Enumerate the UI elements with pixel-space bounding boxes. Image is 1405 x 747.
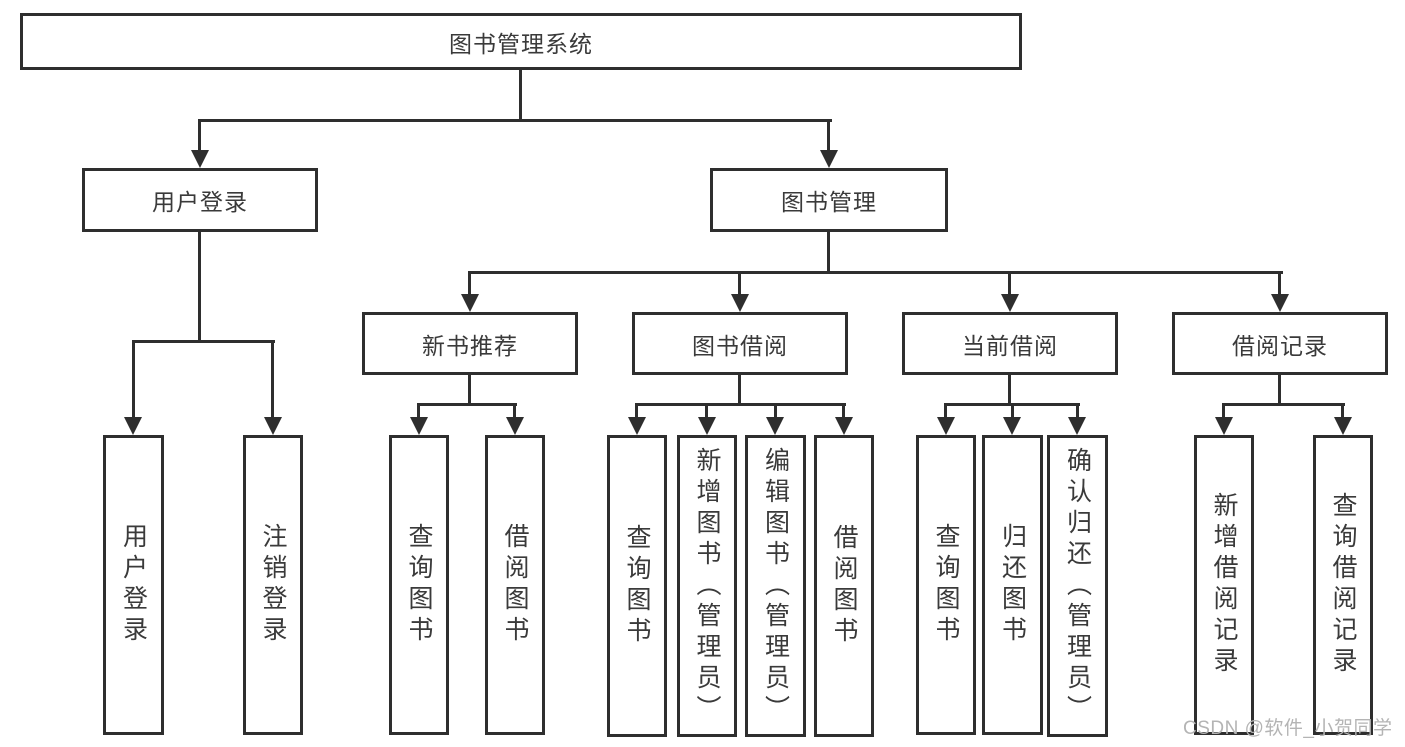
arrow-down-icon bbox=[731, 294, 749, 312]
connector-vline bbox=[1222, 403, 1225, 419]
node-label: 新书推荐 bbox=[422, 332, 518, 359]
arrow-down-icon bbox=[1068, 417, 1086, 435]
arrow-down-icon bbox=[698, 417, 716, 435]
node-label: 借阅记录 bbox=[1232, 332, 1328, 359]
node-current-borrow: 当前借阅 bbox=[902, 312, 1118, 375]
arrow-down-icon bbox=[1271, 294, 1289, 312]
node-root-system: 图书管理系统 bbox=[20, 13, 1022, 70]
arrow-down-icon bbox=[461, 294, 479, 312]
connector-vline bbox=[944, 403, 947, 419]
leaf-records-add-record: 新增借阅记录 bbox=[1194, 435, 1254, 735]
connector-hline bbox=[132, 340, 275, 343]
arrow-down-icon bbox=[506, 417, 524, 435]
connector-vline bbox=[1008, 271, 1011, 296]
node-borrow-records: 借阅记录 bbox=[1172, 312, 1388, 375]
arrow-down-icon bbox=[1334, 417, 1352, 435]
node-label: 图书借阅 bbox=[692, 332, 788, 359]
connector-vline bbox=[738, 375, 741, 406]
node-label: 借阅图书 bbox=[830, 524, 858, 648]
connector-hline bbox=[198, 119, 832, 122]
node-label: 查询借阅记录 bbox=[1329, 492, 1357, 678]
leaf-current-return-books: 归还图书 bbox=[982, 435, 1043, 735]
arrow-down-icon bbox=[191, 150, 209, 168]
node-user-login: 用户登录 bbox=[82, 168, 318, 232]
arrow-down-icon bbox=[766, 417, 784, 435]
node-label: 图书管理 bbox=[781, 189, 877, 215]
connector-hline bbox=[1222, 403, 1345, 406]
connector-vline bbox=[468, 375, 471, 406]
node-label: 用户登录 bbox=[119, 523, 148, 647]
node-label: 确认归还（管理员） bbox=[1063, 446, 1092, 726]
leaf-newbooks-query-books: 查询图书 bbox=[389, 435, 449, 735]
arrow-down-icon bbox=[820, 150, 838, 168]
connector-vline bbox=[198, 232, 201, 343]
node-label: 当前借阅 bbox=[962, 332, 1058, 359]
node-label: 用户登录 bbox=[152, 189, 248, 215]
connector-vline bbox=[519, 70, 522, 122]
connector-vline bbox=[198, 119, 201, 151]
leaf-current-query-books: 查询图书 bbox=[916, 435, 976, 735]
leaf-borrow-query-books: 查询图书 bbox=[607, 435, 667, 737]
leaf-records-query-record: 查询借阅记录 bbox=[1313, 435, 1373, 735]
leaf-current-confirm-return-admin: 确认归还（管理员） bbox=[1047, 435, 1108, 737]
arrow-down-icon bbox=[937, 417, 955, 435]
node-book-management: 图书管理 bbox=[710, 168, 948, 232]
arrow-down-icon bbox=[410, 417, 428, 435]
connector-vline bbox=[738, 271, 741, 296]
node-label: 查询图书 bbox=[623, 524, 651, 648]
connector-vline bbox=[468, 271, 471, 296]
leaf-logout: 注销登录 bbox=[243, 435, 303, 735]
connector-hline bbox=[417, 403, 517, 406]
arrow-down-icon bbox=[628, 417, 646, 435]
connector-hline bbox=[468, 271, 1283, 274]
connector-vline bbox=[635, 403, 638, 419]
node-label: 查询图书 bbox=[405, 523, 433, 647]
connector-vline bbox=[1011, 403, 1014, 419]
connector-vline bbox=[842, 403, 845, 419]
connector-vline bbox=[827, 119, 830, 151]
arrow-down-icon bbox=[264, 417, 282, 435]
arrow-down-icon bbox=[1003, 417, 1021, 435]
connector-vline bbox=[827, 232, 830, 274]
connector-vline bbox=[774, 403, 777, 419]
node-label: 借阅图书 bbox=[501, 523, 529, 647]
node-label: 新增借阅记录 bbox=[1210, 492, 1238, 678]
leaf-borrow-borrow-books: 借阅图书 bbox=[814, 435, 874, 737]
watermark: CSDN @软件_小贺同学 bbox=[1183, 718, 1393, 739]
node-label: 归还图书 bbox=[998, 523, 1027, 647]
connector-vline bbox=[271, 340, 274, 419]
connector-hline bbox=[635, 403, 846, 406]
connector-vline bbox=[417, 403, 420, 419]
connector-vline bbox=[1076, 403, 1079, 419]
connector-vline bbox=[1341, 403, 1344, 419]
connector-vline bbox=[132, 340, 135, 419]
arrow-down-icon bbox=[1001, 294, 1019, 312]
leaf-newbooks-borrow-books: 借阅图书 bbox=[485, 435, 545, 735]
connector-vline bbox=[1278, 375, 1281, 406]
node-label: 新增图书（管理员） bbox=[693, 446, 721, 726]
connector-vline bbox=[1008, 375, 1011, 406]
connector-vline bbox=[1278, 271, 1281, 296]
arrow-down-icon bbox=[1215, 417, 1233, 435]
leaf-borrow-add-books-admin: 新增图书（管理员） bbox=[677, 435, 737, 737]
arrow-down-icon bbox=[124, 417, 142, 435]
connector-vline bbox=[705, 403, 708, 419]
leaf-user-login: 用户登录 bbox=[103, 435, 164, 735]
node-label: 注销登录 bbox=[259, 523, 287, 647]
connector-vline bbox=[513, 403, 516, 419]
node-new-book-recommend: 新书推荐 bbox=[362, 312, 578, 375]
node-label: 查询图书 bbox=[932, 523, 960, 647]
arrow-down-icon bbox=[835, 417, 853, 435]
node-label: 编辑图书（管理员） bbox=[761, 446, 790, 726]
leaf-borrow-edit-books-admin: 编辑图书（管理员） bbox=[745, 435, 806, 737]
node-book-borrow: 图书借阅 bbox=[632, 312, 848, 375]
node-label: 图书管理系统 bbox=[449, 30, 593, 57]
